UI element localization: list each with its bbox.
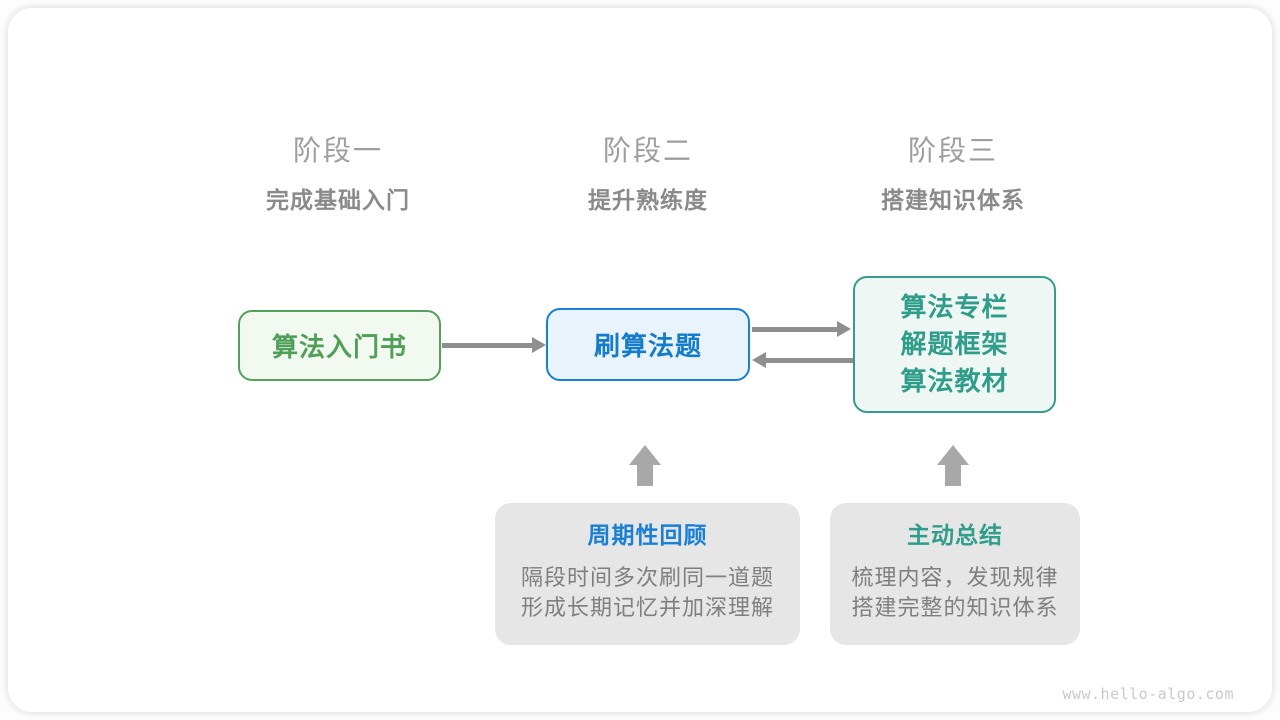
arrowhead-right-icon (532, 337, 546, 353)
stage-1-title: 阶段一 (292, 135, 383, 166)
stage-3-title: 阶段三 (907, 135, 998, 166)
up-arrow-stem (945, 464, 961, 486)
node-practice-problems-label: 刷算法题 (593, 331, 702, 361)
up-arrowhead-icon (629, 445, 661, 465)
note-active-summary-title: 主动总结 (907, 522, 1003, 548)
note-line: 形成长期记忆并加深理解 (520, 595, 774, 620)
node-intro-book: 算法入门书 (238, 310, 441, 381)
diagram-card: 阶段一 完成基础入门 阶段二 提升熟练度 阶段三 搭建知识体系 算法入门书 刷算… (8, 8, 1272, 712)
stage-2-subtitle: 提升熟练度 (588, 187, 708, 213)
node-intro-book-label: 算法入门书 (271, 332, 407, 362)
stage-3-subtitle: 搭建知识体系 (881, 187, 1025, 213)
stage-2-title: 阶段二 (602, 135, 693, 166)
stage-1-subtitle: 完成基础入门 (266, 187, 410, 213)
note-periodic-review-title: 周期性回顾 (587, 522, 708, 548)
note-active-summary-body: 梳理内容，发现规律 搭建完整的知识体系 (830, 563, 1080, 623)
up-arrowhead-icon (937, 445, 969, 465)
note-line: 搭建完整的知识体系 (851, 595, 1059, 620)
arrowhead-left-icon (752, 352, 766, 368)
stage-1-header: 阶段一 完成基础入门 (188, 134, 488, 214)
arrow-line (752, 327, 838, 332)
arrow-line (765, 358, 853, 363)
node-resources-line-3: 算法教材 (900, 366, 1009, 396)
note-periodic-review-body: 隔段时间多次刷同一道题 形成长期记忆并加深理解 (495, 563, 800, 623)
stage-2-header: 阶段二 提升熟练度 (498, 134, 798, 214)
node-practice-problems: 刷算法题 (546, 308, 750, 381)
note-periodic-review: 周期性回顾 隔段时间多次刷同一道题 形成长期记忆并加深理解 (495, 503, 800, 645)
watermark: www.hello-algo.com (1062, 685, 1234, 703)
arrow-line (442, 343, 533, 348)
arrowhead-right-icon (837, 321, 851, 337)
node-resources-line-2: 解题框架 (900, 329, 1009, 359)
node-resources-line-1: 算法专栏 (900, 292, 1009, 322)
node-knowledge-resources: 算法专栏 解题框架 算法教材 (853, 276, 1056, 413)
note-active-summary: 主动总结 梳理内容，发现规律 搭建完整的知识体系 (830, 503, 1080, 645)
note-line: 隔段时间多次刷同一道题 (520, 565, 774, 590)
stage-3-header: 阶段三 搭建知识体系 (803, 134, 1103, 214)
note-line: 梳理内容，发现规律 (851, 565, 1059, 590)
up-arrow-stem (637, 464, 653, 486)
